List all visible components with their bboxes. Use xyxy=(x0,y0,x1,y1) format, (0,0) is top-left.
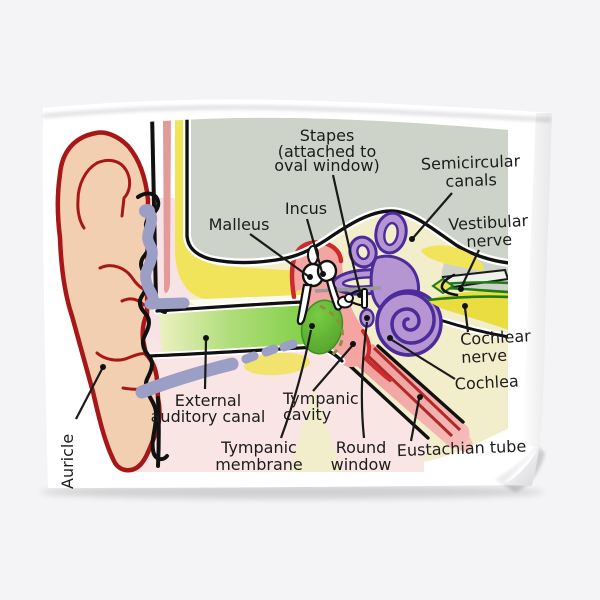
bone-wedge xyxy=(290,388,342,472)
svg-text:Round: Round xyxy=(336,438,387,457)
cochlea-spiral xyxy=(375,291,436,357)
label-cochlea: Cochlea xyxy=(454,371,519,393)
leader-semicircular-canals xyxy=(412,192,453,239)
leader-tympanic-cavity xyxy=(312,345,353,392)
leader-eustachian-tube xyxy=(409,398,421,442)
stapes-shape xyxy=(344,288,368,309)
leader-vestibular-nerve xyxy=(460,249,480,289)
leader-tympanic-membrane xyxy=(279,329,313,439)
dot-round-window xyxy=(364,315,370,321)
cartilage-shape xyxy=(135,204,298,399)
leader-lines xyxy=(75,174,480,442)
dot-cochlea xyxy=(387,335,393,341)
dot-external-auditory-canal xyxy=(203,335,209,341)
svg-text:membrane: membrane xyxy=(215,455,303,474)
svg-text:nerve: nerve xyxy=(466,230,513,251)
vestibulocochlear-nerve-shape xyxy=(427,268,508,330)
dot-tympanic-membrane xyxy=(309,323,315,329)
curl-flap xyxy=(504,447,539,486)
ear-diagram xyxy=(55,117,508,473)
label-vestibular-nerve: Vestibular nerve xyxy=(448,211,529,251)
poster-drop-shadow xyxy=(40,485,544,499)
marrow-blob-petrous xyxy=(421,245,484,271)
leader-incus xyxy=(305,218,324,273)
labels: Stapes (attached to oval window) Semicir… xyxy=(58,126,532,489)
label-tympanic-membrane: Tympanic membrane xyxy=(215,438,303,474)
label-eustachian-tube: Eustachian tube xyxy=(396,437,526,461)
external-auditory-canal-shape xyxy=(158,302,318,353)
cochlea-shape xyxy=(375,289,443,357)
auricle-inner-lines xyxy=(76,158,152,391)
label-round-window: Round window xyxy=(331,438,392,474)
poster-right-edge-shading xyxy=(522,113,552,447)
svg-text:Cochlear: Cochlear xyxy=(460,326,532,349)
svg-text:auditory canal: auditory canal xyxy=(151,407,266,426)
dot-incus xyxy=(320,271,326,277)
dot-cochlear-nerve xyxy=(462,303,468,309)
svg-text:window: window xyxy=(331,455,392,474)
svg-text:cavity: cavity xyxy=(283,405,331,424)
stapedius-tendon xyxy=(314,286,382,293)
dot-vestibular-nerve xyxy=(458,286,464,292)
poster-curl xyxy=(495,447,545,492)
dot-malleus xyxy=(307,274,313,280)
label-semicircular-canals: Semicircular canals xyxy=(421,151,521,191)
leader-stapes xyxy=(331,174,362,293)
label-malleus: Malleus xyxy=(209,215,270,234)
leader-cochlear-nerve xyxy=(463,307,470,333)
label-stapes-line2: (attached to xyxy=(278,142,376,161)
svg-text:nerve: nerve xyxy=(461,346,508,367)
leader-cochlea xyxy=(391,339,456,380)
marrow-blob-below-canal xyxy=(244,352,310,376)
dot-auricle xyxy=(100,364,106,370)
label-stapes-line1: Stapes xyxy=(300,126,355,145)
label-incus: Incus xyxy=(285,199,327,218)
ossicles xyxy=(296,245,382,326)
incus-shape xyxy=(316,259,353,311)
porus-outline xyxy=(440,273,459,297)
label-stapes-line3: oval window) xyxy=(274,156,380,175)
curl-inner-shading xyxy=(495,447,539,485)
svg-text:External: External xyxy=(175,391,241,410)
dot-tympanic-cavity xyxy=(350,341,356,347)
label-auricle: Auricle xyxy=(58,434,77,489)
leader-external-auditory-canal xyxy=(203,339,208,390)
svg-text:Vestibular: Vestibular xyxy=(448,211,529,234)
label-cochlear-nerve: Cochlear nerve xyxy=(460,326,532,367)
dot-stapes xyxy=(357,292,363,298)
membrane-dashed-edge xyxy=(319,304,344,358)
leader-round-window xyxy=(360,321,369,439)
canal-rose-stripe xyxy=(163,117,171,293)
label-external-auditory-canal: External auditory canal xyxy=(151,391,266,426)
svg-text:Tympanic: Tympanic xyxy=(220,438,297,457)
svg-text:Tympanic: Tympanic xyxy=(282,389,359,408)
bone-marrow-band xyxy=(175,117,301,299)
dot-semicircular-canals xyxy=(409,236,415,242)
poster-top-crease-shading xyxy=(42,104,552,123)
leader-malleus xyxy=(249,233,309,277)
svg-text:Semicircular: Semicircular xyxy=(421,151,521,173)
dot-eustachian-tube xyxy=(417,394,423,400)
leader-auricle xyxy=(75,368,103,420)
label-stapes: Stapes (attached to oval window) xyxy=(274,126,380,175)
label-tympanic-cavity: Tympanic cavity xyxy=(282,389,359,424)
svg-text:canals: canals xyxy=(445,170,497,191)
